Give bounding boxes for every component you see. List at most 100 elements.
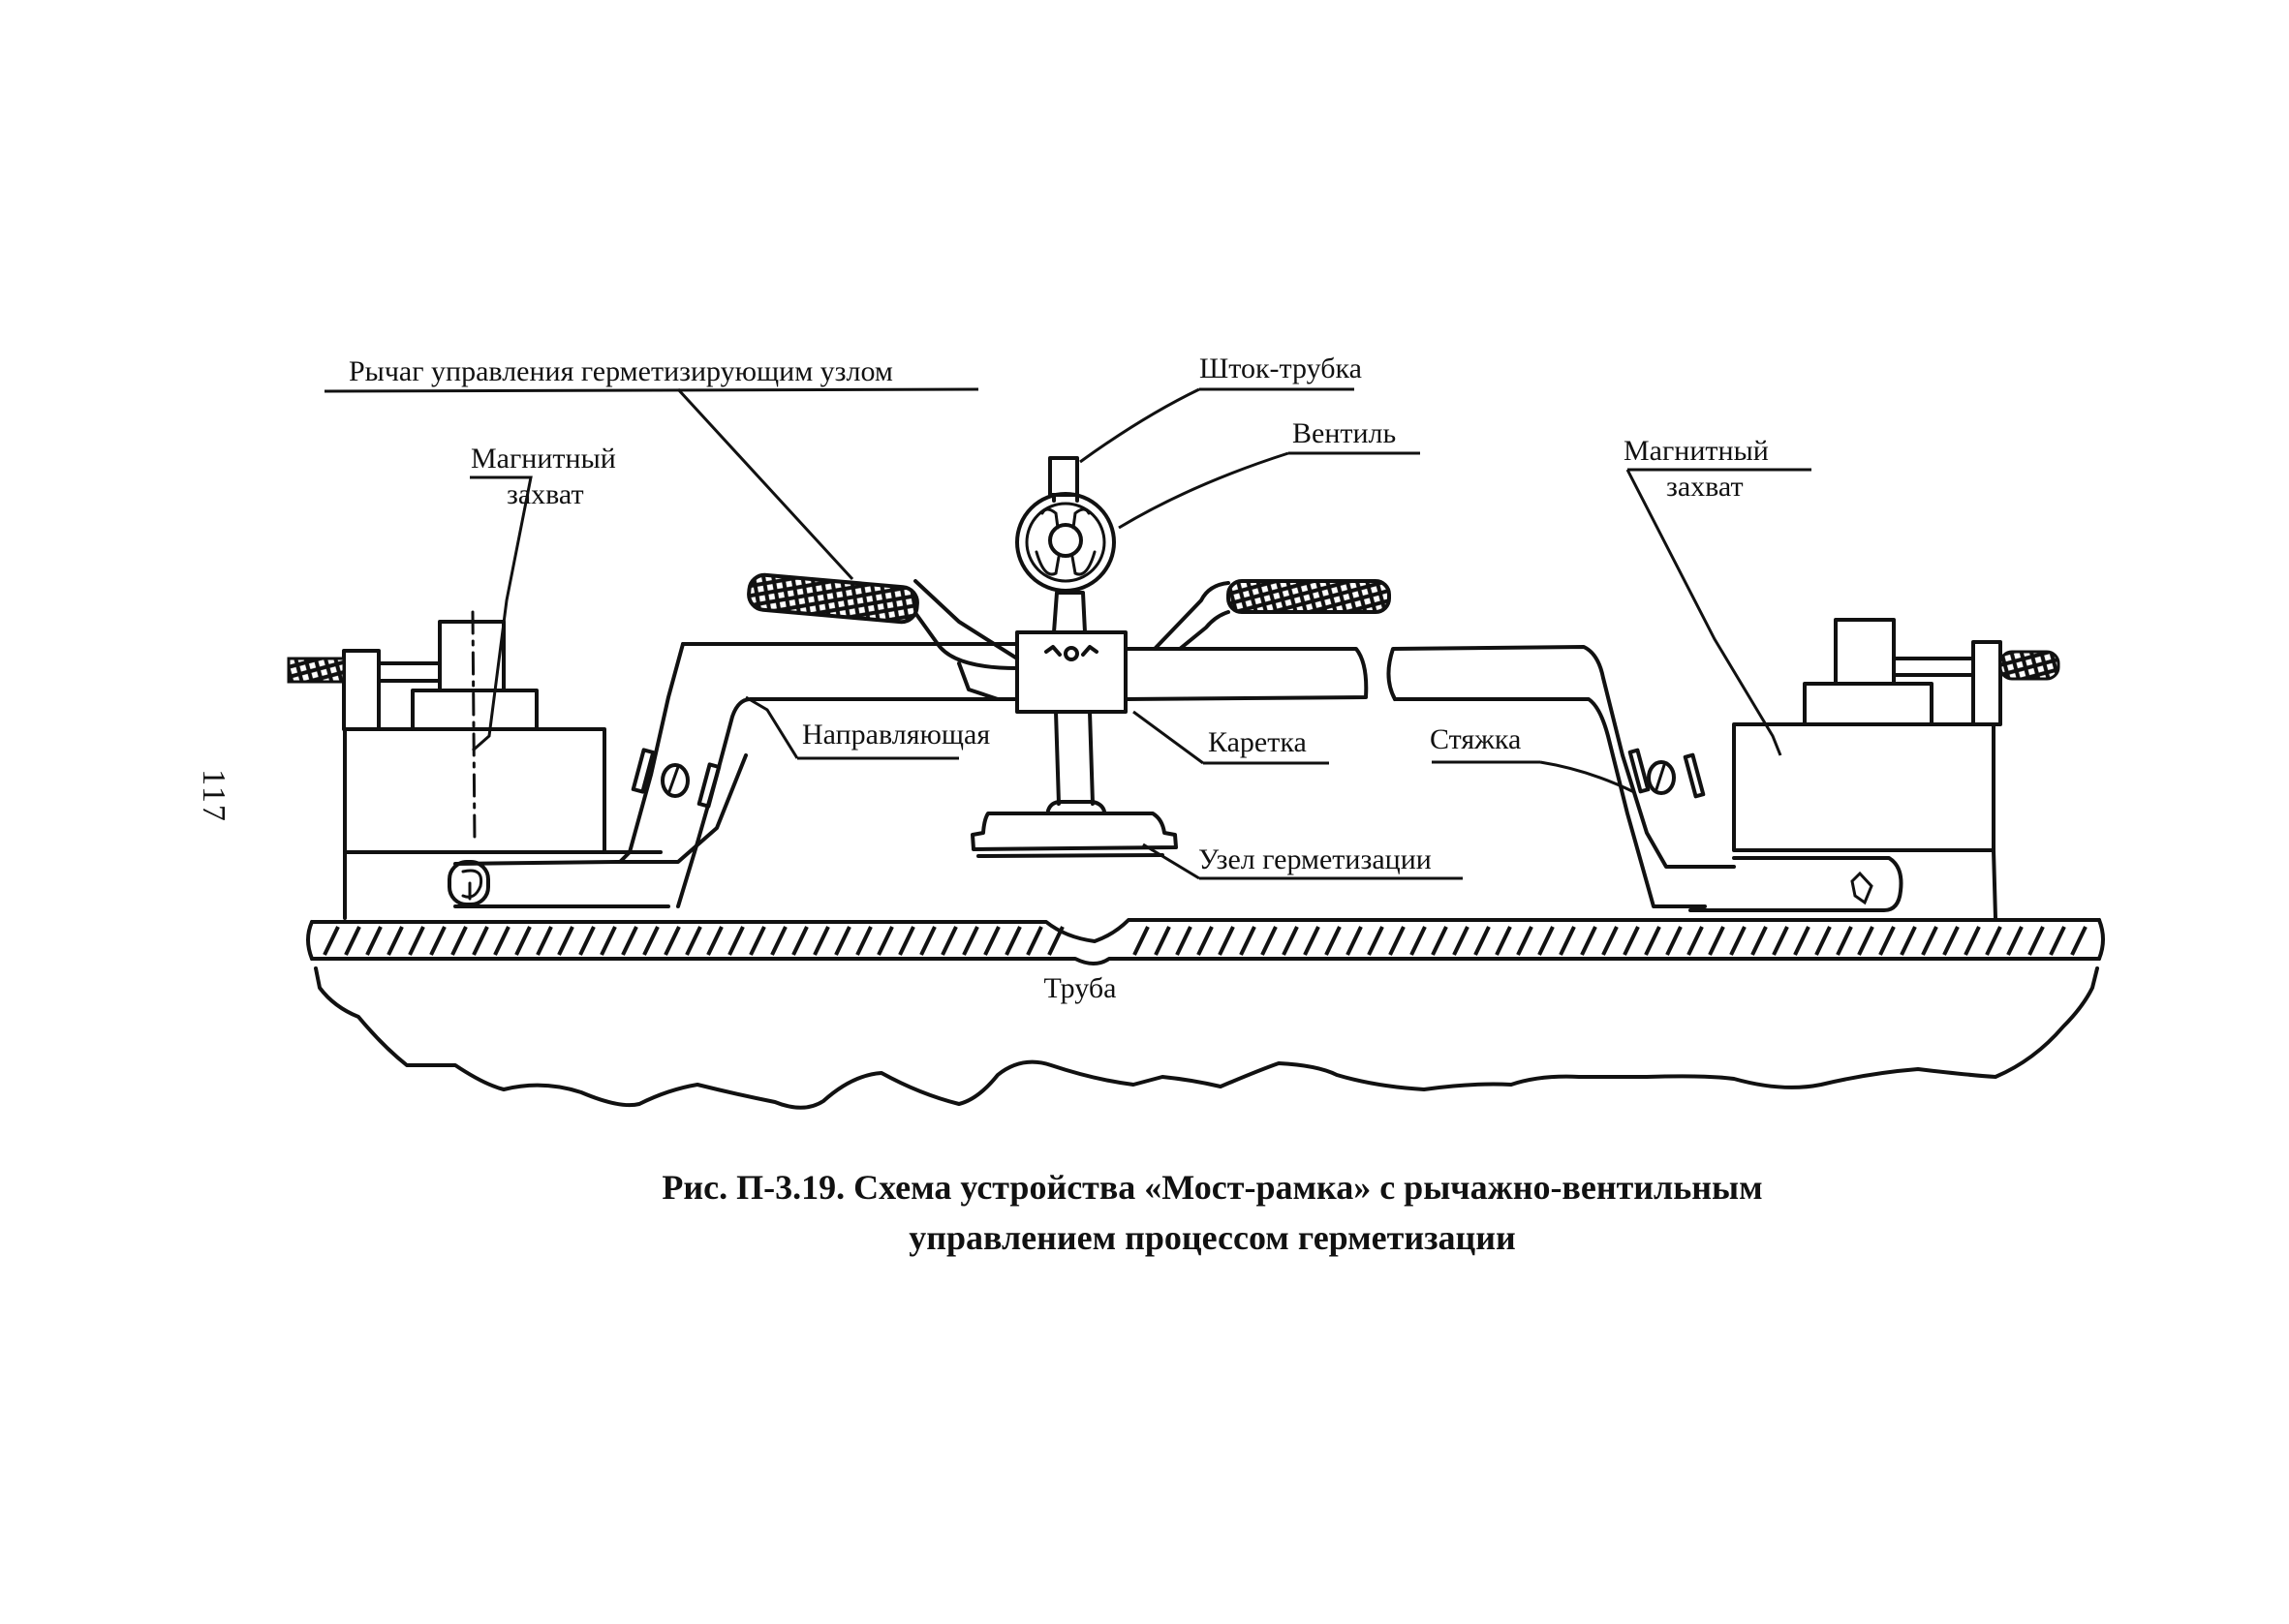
hatch-line [1601, 926, 1619, 956]
hatch-line [1005, 926, 1022, 956]
hatch-line [1409, 926, 1427, 956]
hatch-line [1303, 926, 1320, 956]
hatch-line [2006, 926, 2024, 956]
hatch-line [1452, 926, 1469, 956]
label-magnet-right-2: захват [1666, 471, 1744, 503]
hatch-line [1047, 926, 1065, 956]
hatch-line [1218, 926, 1235, 956]
right-guide [1124, 645, 1736, 908]
label-rod-tube: Шток-трубка [1199, 352, 1362, 384]
hatch-line [1196, 926, 1214, 956]
right-lever-grip [1226, 579, 1391, 614]
hatch-line [1260, 926, 1278, 956]
hatch-line [1964, 926, 1981, 956]
hatch-line [727, 926, 745, 956]
hatch-line [1324, 926, 1342, 956]
label-magnet-left-2: захват [507, 478, 584, 510]
carriage [1015, 630, 1128, 714]
hatch-line [1942, 926, 1960, 956]
hatch-line [1686, 926, 1704, 956]
hatch-line [706, 926, 724, 956]
hatch-line [1473, 926, 1491, 956]
hatch-line [1559, 926, 1576, 956]
hatch-line [1836, 926, 1853, 956]
carriage-assembly [971, 456, 1178, 858]
hatch-line [578, 926, 596, 956]
label-magnet-left-1: Магнитный [471, 443, 616, 475]
hatch-line [1729, 926, 1747, 956]
label-lever: Рычаг управления герметизирующим узлом [349, 355, 893, 387]
hatch-line [877, 926, 894, 956]
hatch-line [429, 926, 447, 956]
left-guide [618, 642, 1019, 908]
hatch-line [1921, 926, 1938, 956]
left-lever-grip [747, 572, 919, 625]
label-tie: Стяжка [1430, 723, 1521, 755]
hatch-line [1431, 926, 1448, 956]
label-guide: Направляющая [802, 719, 990, 751]
figure-caption-line-1: Рис. П-3.19. Схема устройства «Мост-рамк… [662, 1168, 1763, 1207]
left-magnetic-clamp [287, 610, 748, 920]
hatch-line [749, 926, 766, 956]
hatch-line [1814, 926, 1832, 956]
hatch-line [855, 926, 873, 956]
hatch-line [1175, 926, 1192, 956]
leader-lines [324, 387, 1811, 880]
hatch-line [1580, 926, 1597, 956]
hatch-line [1132, 926, 1150, 956]
hatch-line [1239, 926, 1256, 956]
hatch-line [1878, 926, 1896, 956]
hatch-line [387, 926, 404, 956]
hatch-line [941, 926, 958, 956]
hatch-line [621, 926, 638, 956]
hatch-line [1900, 926, 1917, 956]
hatch-line [2070, 926, 2088, 956]
right-magnetic-clamp [1688, 618, 2060, 920]
hatch-line [472, 926, 489, 956]
hatch-line [1495, 926, 1512, 956]
hatch-line [1026, 926, 1043, 956]
pipe-wall-hatching [323, 926, 2088, 956]
pipe-body-outline [314, 966, 2099, 1110]
hatch-line [1623, 926, 1640, 956]
hatch-line [557, 926, 574, 956]
hatch-line [1708, 926, 1725, 956]
hatch-line [408, 926, 425, 956]
hatch-line [1346, 926, 1363, 956]
hatch-line [1665, 926, 1683, 956]
hatch-line [1537, 926, 1555, 956]
seal-unit [971, 812, 1178, 851]
right-clamp-handle [1998, 650, 2060, 681]
control-levers [747, 572, 1391, 701]
hatch-line [1282, 926, 1299, 956]
hatch-line [642, 926, 660, 956]
hatch-line [323, 926, 340, 956]
hatch-line [962, 926, 979, 956]
hatch-line [536, 926, 553, 956]
hatch-line [664, 926, 681, 956]
hatch-line [2049, 926, 2066, 956]
hatch-line [1367, 926, 1384, 956]
hatch-line [1772, 926, 1789, 956]
hatch-line [770, 926, 788, 956]
hatch-line [898, 926, 915, 956]
hatch-line [514, 926, 532, 956]
hatch-line [1793, 926, 1810, 956]
hatch-line [1857, 926, 1874, 956]
hatch-line [1644, 926, 1661, 956]
hatch-line [493, 926, 510, 956]
hatch-line [1516, 926, 1533, 956]
label-valve: Вентиль [1292, 417, 1396, 449]
figure-caption-line-2: управлением процессом герметизации [909, 1218, 1516, 1257]
label-seal-unit: Узел герметизации [1198, 843, 1432, 875]
left-clamp-handle [287, 657, 346, 684]
hatch-line [2027, 926, 2045, 956]
hatch-line [791, 926, 809, 956]
hatch-line [344, 926, 361, 956]
hatch-line [685, 926, 702, 956]
hatch-line [600, 926, 617, 956]
hatch-line [919, 926, 937, 956]
hatch-line [1750, 926, 1768, 956]
valve-wheel [1015, 492, 1116, 593]
